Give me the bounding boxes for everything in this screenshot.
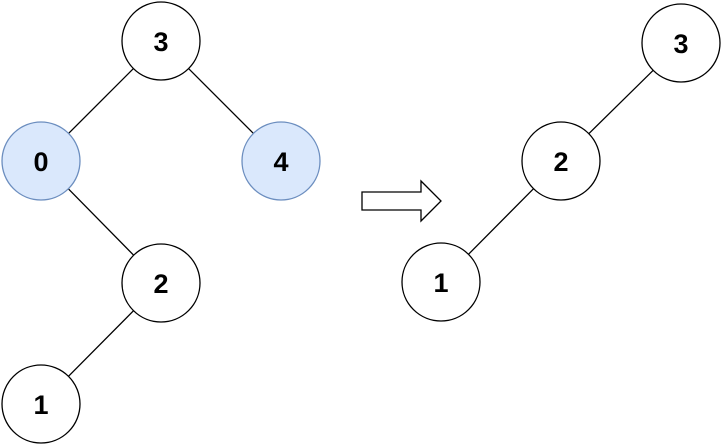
tree-node: 0 (1, 121, 81, 201)
tree-node: 2 (521, 121, 601, 201)
tree-edge (588, 69, 654, 135)
node-label: 1 (33, 390, 48, 420)
node-label: 4 (273, 147, 288, 177)
node-label: 3 (153, 27, 168, 57)
right-tree: 3 2 1 (401, 3, 721, 322)
node-circle (121, 243, 201, 323)
node-label: 2 (153, 269, 168, 299)
node-label: 1 (433, 268, 448, 298)
node-label: 3 (673, 29, 688, 59)
tree-node: 1 (1, 364, 81, 444)
tree-edge (68, 310, 134, 377)
tree-edge (468, 188, 534, 255)
tree-node: 2 (121, 243, 201, 323)
node-circle (1, 364, 81, 444)
edges-layer (67, 68, 654, 377)
tree-node: 3 (121, 1, 201, 81)
node-circle (241, 121, 321, 201)
node-circle (521, 121, 601, 201)
node-circle (1, 121, 81, 201)
tree-node: 3 (641, 3, 721, 83)
node-label: 2 (553, 147, 568, 177)
node-circle (401, 242, 481, 322)
node-label: 0 (33, 147, 48, 177)
right-arrow-icon (361, 179, 442, 223)
left-tree: 3 0 4 2 1 (1, 1, 321, 444)
tree-edge (68, 68, 134, 134)
node-circle (121, 1, 201, 81)
node-circle (641, 3, 721, 83)
tree-node: 1 (401, 242, 481, 322)
tree-edge (188, 68, 254, 134)
tree-edge (67, 188, 135, 256)
tree-node: 4 (241, 121, 321, 201)
